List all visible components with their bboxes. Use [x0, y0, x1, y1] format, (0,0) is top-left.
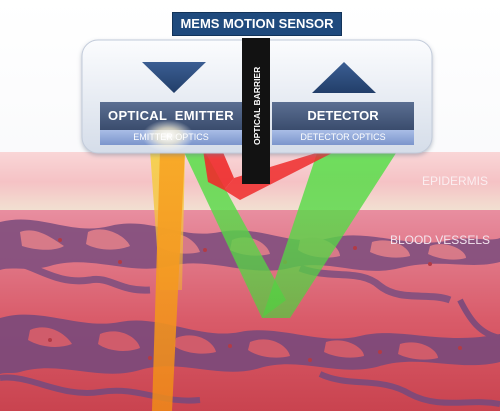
emitter-optics-label: EMITTER OPTICS: [133, 132, 209, 142]
blood-vessels-lower: [0, 298, 500, 407]
optical-barrier: [242, 38, 270, 184]
light-beam-green-out: [262, 150, 398, 318]
light-beam-orange: [152, 150, 185, 411]
blood-vessels-label: BLOOD VESSELS: [389, 233, 490, 247]
detector-panel: [272, 102, 414, 130]
detector-label: DETECTOR: [307, 108, 379, 123]
barrier-label-text: OPTICAL BARRIER: [252, 66, 262, 145]
light-beam-red-in: [203, 150, 234, 190]
detector-direction-icon: [312, 62, 376, 93]
emitter-direction-icon: [142, 62, 206, 93]
light-beam-red-out: [224, 150, 338, 200]
epidermis-label: EPIDERMIS: [421, 174, 488, 188]
barrier-label: OPTICAL BARRIER: [249, 67, 265, 145]
emitter-glow: [142, 120, 194, 152]
detector-optics-label: DETECTOR OPTICS: [300, 132, 386, 142]
sensor-title: MEMS MOTION SENSOR: [172, 12, 342, 36]
detector-optics-bar: [272, 130, 414, 145]
light-beam-green-in: [183, 150, 286, 318]
emitter-label: OPTICAL EMITTER: [108, 108, 234, 123]
